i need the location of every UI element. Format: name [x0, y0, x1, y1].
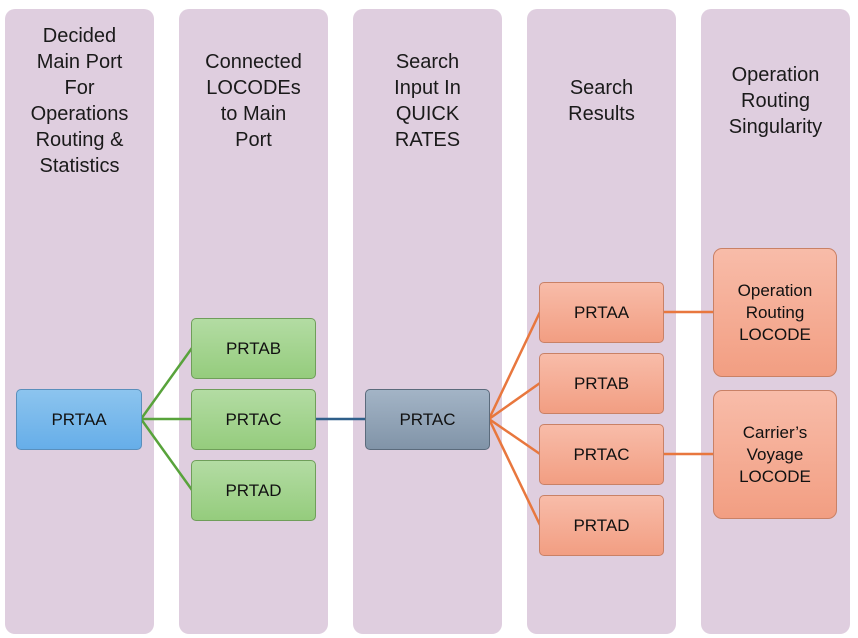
connector-search-to-result-prtad — [487, 418, 542, 526]
search-input-node: PRTAC — [365, 389, 490, 450]
connected-node-prtac: PRTAC — [191, 389, 316, 450]
result-node-prtab: PRTAB — [539, 353, 664, 414]
lane-title: Search Results — [568, 77, 635, 125]
result-node-prtaa: PRTAA — [539, 282, 664, 343]
operation-routing-locode-node: Operation Routing LOCODE — [713, 248, 837, 377]
carrier-voyage-locode-node: Carrier’s Voyage LOCODE — [713, 390, 837, 519]
lane-title: Operation Routing Singularity — [728, 64, 823, 138]
lane-search-input: Search Input In QUICK RATES — [353, 9, 502, 634]
connector-main-to-prtab — [139, 347, 194, 420]
result-node-prtad: PRTAD — [539, 495, 664, 556]
connector-search-to-result-prtac — [488, 417, 541, 456]
connector-search-to-result-prtaa — [487, 311, 542, 420]
lane-main-port: Decided Main Port For Operations Routing… — [5, 9, 154, 634]
main-port-node: PRTAA — [16, 389, 142, 450]
lane-title: Search Input In QUICK RATES — [394, 51, 461, 151]
connector-search-to-result-prtab — [488, 381, 541, 421]
result-node-prtac: PRTAC — [539, 424, 664, 485]
connected-node-prtab: PRTAB — [191, 318, 316, 379]
connector-main-to-prtad — [139, 418, 194, 491]
lane-title: Decided Main Port For Operations Routing… — [30, 25, 129, 177]
connected-node-prtad: PRTAD — [191, 460, 316, 521]
lane-title: Connected LOCODEs to Main Port — [205, 51, 302, 151]
